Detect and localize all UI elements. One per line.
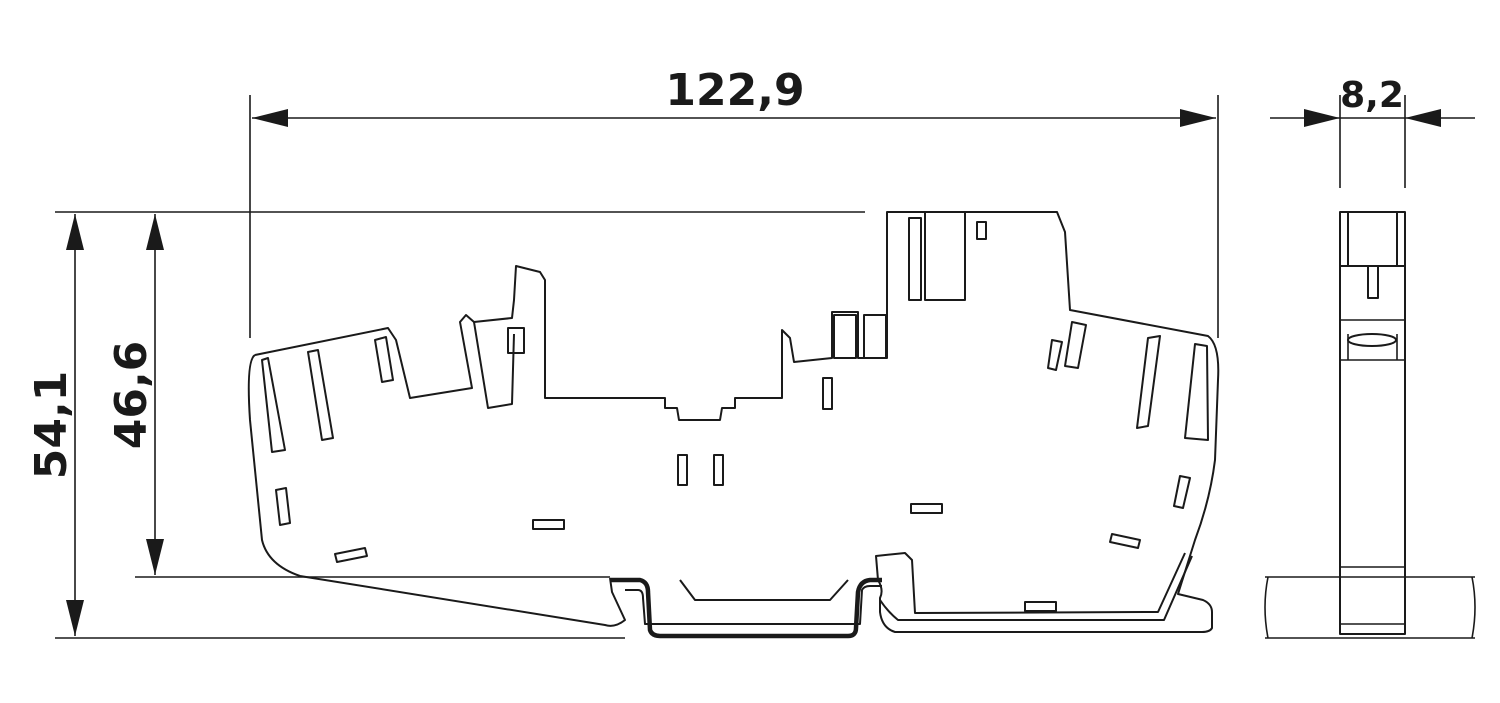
body-details: [261, 211, 1209, 612]
width-label: 8,2: [1340, 75, 1404, 116]
extension-lines: [55, 95, 1406, 639]
overall-height-label: 54,1: [26, 371, 77, 480]
din-rail: [610, 577, 882, 639]
dimension-lines: [66, 109, 1475, 636]
overall-length-label: 122,9: [665, 65, 804, 116]
rail-height-label: 46,6: [106, 341, 157, 450]
terminal-block-outline: [254, 211, 1220, 633]
side-view: [1264, 211, 1476, 639]
